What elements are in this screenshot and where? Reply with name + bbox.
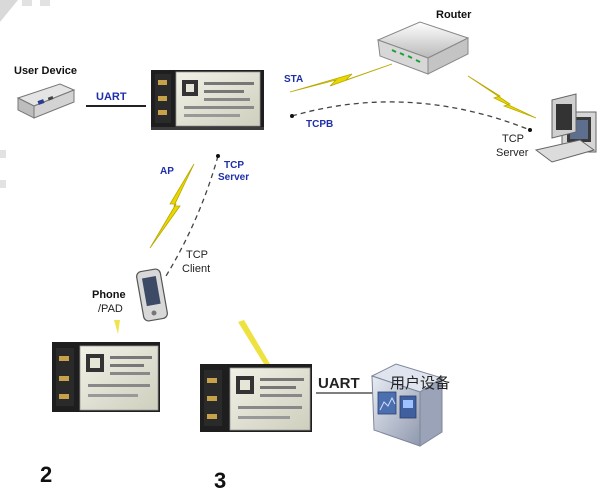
user-device-icon xyxy=(16,83,76,119)
corner-decoration xyxy=(0,0,50,188)
ap-label: AP xyxy=(160,166,174,177)
tcp-server-right-label-2: Server xyxy=(496,147,529,159)
phone-label-1: Phone xyxy=(92,289,126,301)
tcp-server-right-label-1: TCP xyxy=(502,133,524,145)
sta-label: STA xyxy=(284,74,303,85)
user-device-cn-label: 用户设备 xyxy=(390,374,450,392)
tcp-server-endpoint xyxy=(216,154,220,158)
tcpb-endpoint-right xyxy=(528,128,532,132)
router-icon xyxy=(376,21,470,75)
wifi-module-top xyxy=(151,70,264,130)
ap-signal-icon xyxy=(149,163,195,249)
user-device-label: User Device xyxy=(14,65,77,77)
user-device-box-icon xyxy=(370,363,444,447)
router-pc-signal-icon xyxy=(467,75,537,119)
tcp-server-mid-label-2: Server xyxy=(218,172,249,183)
uart-bottom-label: UART xyxy=(318,375,360,392)
signal-ray-left xyxy=(114,320,120,334)
uart-top-label: UART xyxy=(96,91,127,103)
tcpb-endpoint-left xyxy=(290,114,294,118)
tcp-client-label-1: TCP xyxy=(186,249,208,261)
tcp-server-mid-label-1: TCP xyxy=(224,160,244,171)
wifi-module-2 xyxy=(52,342,160,412)
tcp-client-connection xyxy=(165,155,219,277)
module-3-number: 3 xyxy=(214,468,226,493)
phone-label-2: /PAD xyxy=(98,303,123,315)
wifi-module-3 xyxy=(200,364,312,432)
tcp-client-label-2: Client xyxy=(182,263,210,275)
tcpb-connection xyxy=(291,101,531,131)
phone-icon xyxy=(136,268,168,322)
module-2-number: 2 xyxy=(40,462,52,487)
router-label: Router xyxy=(436,9,472,21)
sta-signal-icon xyxy=(289,63,393,93)
pc-icon xyxy=(534,93,597,163)
tcpb-label: TCPB xyxy=(306,119,333,130)
signal-ray-right xyxy=(238,320,270,364)
